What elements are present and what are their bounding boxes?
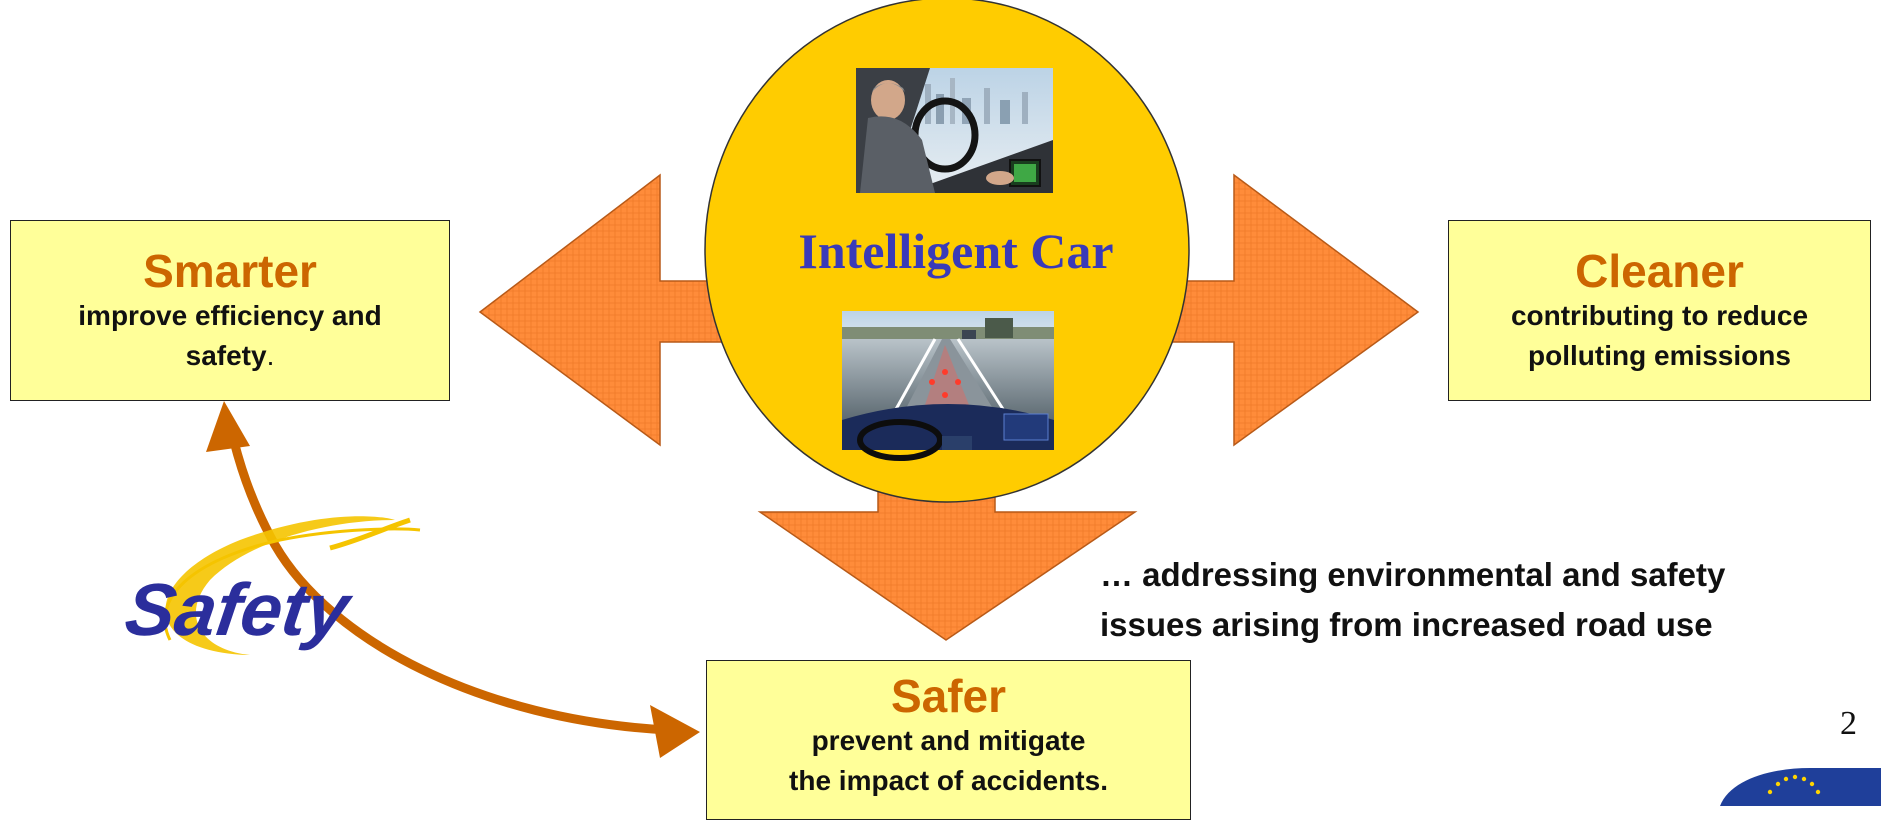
tagline-line1: … addressing environmental and safety (1100, 556, 1726, 593)
safer-line2: the impact of accidents. (789, 765, 1108, 796)
safety-logo: Safety (121, 516, 421, 655)
smarter-box: Smarter improve efficiency and safety. (10, 220, 450, 401)
intelligent-car-circle (704, 0, 1190, 503)
smarter-line1: improve efficiency and (78, 300, 382, 331)
safer-line1: prevent and mitigate (811, 725, 1086, 756)
cleaner-title: Cleaner (1575, 245, 1744, 297)
eu-logo (1720, 768, 1881, 806)
smarter-line2-period: . (266, 340, 275, 371)
smarter-line2: safety. (11, 336, 449, 376)
arrowhead-to-safer (650, 705, 700, 758)
tagline-line2: issues arising from increased road use (1100, 606, 1713, 643)
cleaner-line2: polluting emissions (1528, 340, 1791, 371)
page-number: 2 (1840, 705, 1857, 742)
safer-box: Safer prevent and mitigate the impact of… (706, 660, 1191, 820)
safety-logo-text: Safety (121, 568, 358, 651)
safer-title: Safer (890, 670, 1007, 722)
cleaner-line1: contributing to reduce (1510, 300, 1809, 331)
smarter-title: Smarter (143, 245, 317, 297)
safety-link-arrow (225, 423, 669, 735)
tagline: … addressing environmental and safety is… (1100, 550, 1880, 650)
center-title: Intelligent Car (798, 223, 1113, 279)
smarter-line2a: safety (185, 340, 267, 371)
driver-navigation-photo (856, 68, 1053, 193)
highway-cockpit-photo (842, 311, 1054, 461)
cleaner-box: Cleaner contributing to reduce polluting… (1448, 220, 1871, 401)
arrowhead-to-smarter (206, 401, 250, 452)
